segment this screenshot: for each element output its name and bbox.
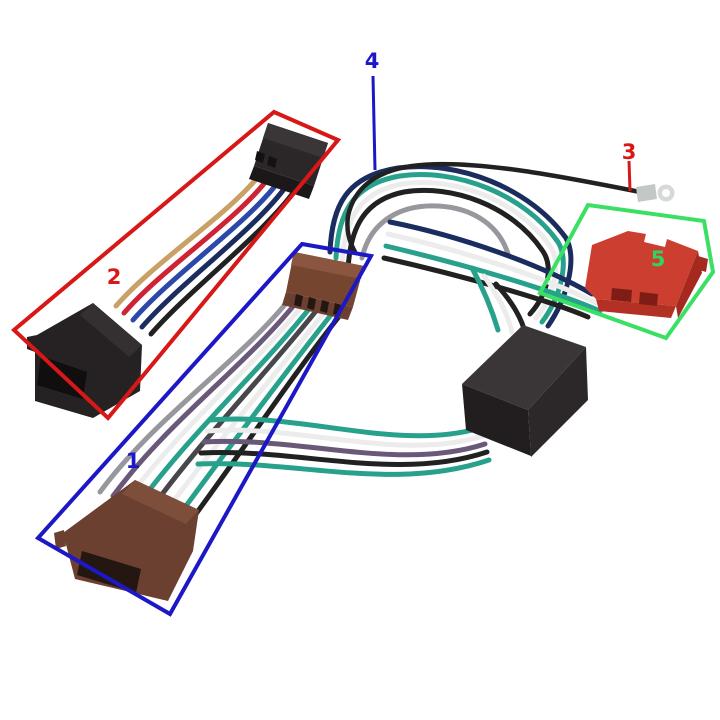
callout-label-2: 2	[107, 265, 122, 289]
loop-wires	[327, 164, 574, 329]
wire-gray-loop	[359, 203, 511, 261]
callout-label-5: 5	[651, 247, 666, 271]
wire-navy-loop	[327, 164, 574, 329]
brown-socket-top-face	[122, 480, 199, 524]
filter-box-left-face	[462, 384, 531, 456]
red-connector-slot	[611, 288, 632, 302]
wire-navy	[139, 182, 290, 330]
wire-white-feed	[385, 231, 599, 306]
wire-teal	[135, 301, 316, 508]
brown-plug-slot	[307, 297, 316, 310]
brown-plug-top-face	[291, 252, 364, 279]
annotations: 1 2 3 4 5	[10, 49, 716, 617]
filter-box-feed-wires	[195, 416, 492, 477]
wire-teal-feed	[383, 243, 603, 314]
brown-plug-slot	[320, 300, 329, 313]
callout-label-4: 4	[365, 49, 380, 73]
brown-socket-opening	[77, 551, 141, 593]
wire-red	[121, 173, 273, 316]
brown-harness-wires	[97, 293, 344, 525]
wire-black-box	[198, 449, 490, 467]
brown-plug-slot	[294, 294, 303, 307]
wire-dark-gray	[148, 303, 323, 512]
filter-box	[462, 325, 588, 457]
blue-region-box	[34, 241, 375, 617]
wire-purple-box	[201, 438, 488, 458]
red-connector-face	[585, 231, 698, 306]
red-connector-bottom-face	[596, 299, 676, 318]
callout-label-3: 3	[622, 140, 637, 164]
green-region-box	[537, 202, 716, 341]
red-connector-feed-wires	[381, 219, 603, 320]
ring-terminal-crimp	[636, 184, 657, 202]
wire-white-box	[204, 427, 486, 448]
wire-tan	[113, 169, 265, 309]
wire-teal-2	[174, 308, 337, 521]
ground-wire-assembly	[345, 161, 675, 255]
callout-3-leader-line	[627, 160, 632, 192]
wire-teal-boxtop	[469, 265, 501, 333]
callout-4-leader-line	[371, 75, 377, 171]
wire-blue	[130, 178, 282, 323]
wire-black-2	[187, 311, 344, 525]
callout-label-1: 1	[126, 449, 141, 473]
filter-box-right-face	[528, 347, 588, 457]
black-plug-slot	[255, 151, 265, 163]
black-harness-wires	[113, 169, 299, 337]
filter-box-top-face	[462, 325, 586, 410]
red-connector-tab	[696, 256, 708, 272]
red-connector-slot	[639, 292, 658, 306]
red-mini-iso-connector	[585, 231, 708, 318]
wire-white-boxtop	[481, 273, 515, 336]
red-region-box	[10, 109, 342, 421]
wire-gray	[97, 293, 295, 495]
wire-teal-box	[207, 416, 483, 439]
red-connector-notch	[644, 234, 667, 247]
brown-socket-tab	[54, 530, 66, 549]
black-socket-top-face	[80, 303, 142, 357]
brown-iso-plug	[282, 252, 364, 320]
wire-white	[123, 298, 309, 504]
wire-purple	[110, 296, 302, 499]
black-plug-top-face	[263, 123, 328, 158]
wire-navy-feed	[387, 219, 595, 297]
wire-teal-box-2	[195, 457, 492, 477]
ground-wire	[345, 161, 643, 255]
red-connector-right-face	[676, 251, 702, 318]
black-plug-slot	[267, 156, 277, 168]
wire-white-2	[161, 306, 330, 517]
ring-terminal-hole	[662, 189, 670, 197]
